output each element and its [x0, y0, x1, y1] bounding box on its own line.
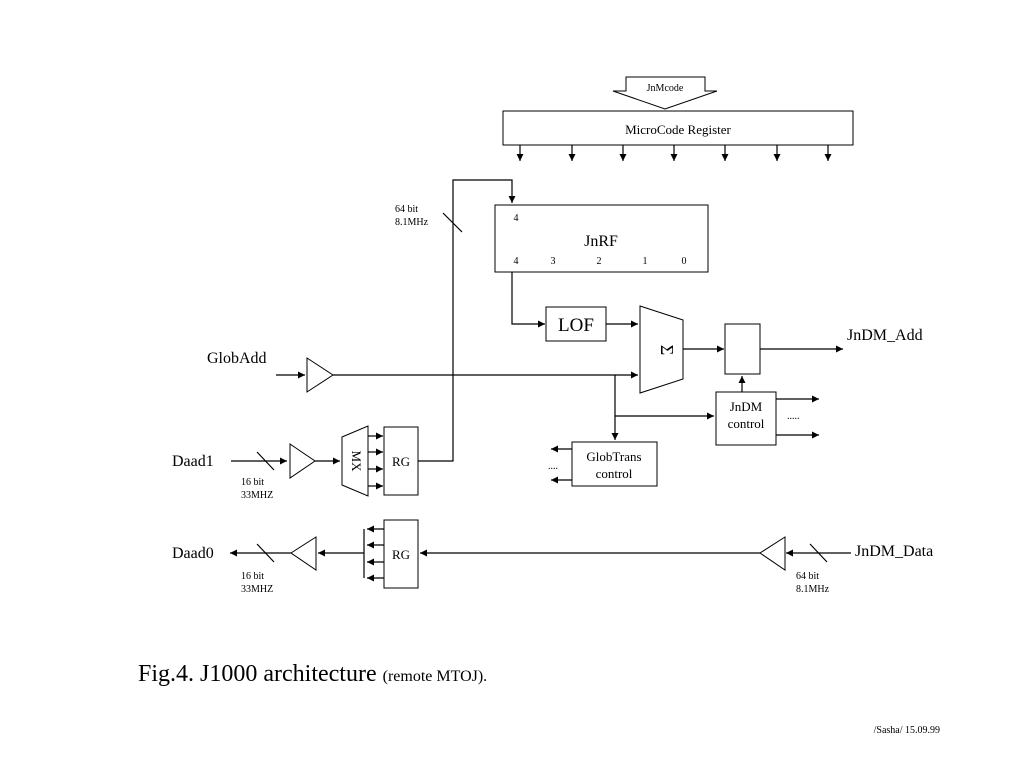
jnrf-to-lof-wire [511, 272, 545, 328]
bus-slash [442, 212, 463, 233]
jndm-control-ellipsis: ..... [787, 411, 800, 422]
jndm-data-bus-slash [809, 543, 828, 563]
mx-label: MX [349, 451, 364, 473]
daad1-bus-width: 16 bit [241, 477, 264, 488]
daad0-buffer [290, 536, 317, 571]
jnmcode-input-arrow: JnMcode [612, 76, 718, 110]
jndm-data-bus-width: 64 bit [796, 571, 819, 582]
jnrf-port-2: 2 [597, 256, 602, 267]
jnrf-input-bus: 64 bit 8.1MHz [395, 179, 516, 462]
mx-to-rg-wires [368, 432, 383, 490]
daad0-bus-width: 16 bit [241, 571, 264, 582]
mx-block: MX [341, 425, 369, 497]
globtrans-line1: GlobTrans [586, 449, 641, 464]
daad0-bus-clock: 33MHZ [241, 584, 273, 595]
jndm-control-line2: control [728, 416, 765, 431]
jnrf-port-4: 4 [514, 256, 519, 267]
jnrf-block: 4 JnRF 4 3 2 1 0 [494, 204, 709, 273]
microcode-register: MicroCode Register [502, 110, 854, 146]
figure-caption-main: Fig.4. J1000 architecture [138, 661, 377, 687]
jnrf-port-1: 1 [643, 256, 648, 267]
rg-fan-wires [318, 525, 384, 582]
globadd-label: GlobAdd [207, 350, 267, 367]
daad1-bus-slash [256, 451, 275, 471]
jnrf-port-0: 0 [682, 256, 687, 267]
globtrans-ellipsis: .... [548, 461, 558, 472]
jnrf-top-port-label: 4 [514, 213, 519, 224]
footer-signature: /Sasha/ 15.09.99 [874, 725, 940, 736]
microcode-output-arrows [516, 145, 832, 161]
jndm-control-block: JnDM control [715, 391, 777, 446]
jnmcode-label: JnMcode [647, 83, 684, 94]
figure-caption-sub: (remote MTOJ). [383, 668, 488, 685]
address-register [724, 323, 761, 375]
jnrf-bus-width: 64 bit [395, 204, 418, 215]
figure-caption: Fig.4. J1000 architecture (remote MTOJ). [138, 661, 487, 687]
jnrf-port-3: 3 [551, 256, 556, 267]
sigma-label: Σ [657, 345, 677, 355]
lof-block: LOF [545, 306, 607, 342]
rg-upper-label: RG [392, 454, 410, 469]
adder-block: Σ [639, 305, 684, 394]
jndm-data-label: JnDM_Data [855, 543, 933, 560]
daad1-bus-clock: 33MHZ [241, 490, 273, 501]
rg-lower-label: RG [392, 547, 410, 562]
jndm-add-label: JnDM_Add [847, 327, 923, 344]
control-branch-wires [611, 375, 714, 440]
jndm-data-buffer [759, 536, 786, 571]
rg-lower-block: RG [383, 519, 419, 589]
microcode-register-label: MicroCode Register [625, 122, 731, 137]
globtrans-control-block: GlobTrans control [571, 441, 658, 487]
jnrf-bus-clock: 8.1MHz [395, 217, 429, 228]
daad1-label: Daad1 [172, 453, 214, 470]
lof-label: LOF [558, 315, 594, 336]
jndm-data-bus-clock: 8.1MHz [796, 584, 830, 595]
daad1-buffer [289, 443, 316, 479]
globadd-buffer [306, 357, 334, 393]
rg-upper-block: RG [383, 426, 419, 496]
daad0-bus-slash [256, 543, 275, 563]
jnrf-label: JnRF [584, 233, 618, 250]
daad0-label: Daad0 [172, 545, 214, 562]
jndm-control-line1: JnDM [730, 399, 763, 414]
globtrans-line2: control [596, 466, 633, 481]
